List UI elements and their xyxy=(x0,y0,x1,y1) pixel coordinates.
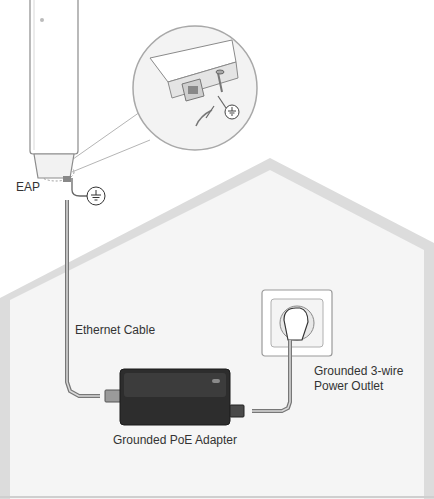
power-cord-highlight xyxy=(289,340,291,400)
eap-cap xyxy=(34,154,74,178)
cable-group xyxy=(67,200,100,396)
ground-line xyxy=(0,496,434,498)
device-label: Grounded PoE Adapter xyxy=(100,433,250,448)
cable-highlight xyxy=(67,200,100,396)
ground-wire xyxy=(72,178,87,196)
adapter-body xyxy=(120,369,230,425)
outlet-recess xyxy=(280,306,314,340)
power-cord xyxy=(252,400,290,411)
power-plug xyxy=(284,308,308,340)
adapter-plug xyxy=(105,390,121,402)
access-point-drawing xyxy=(10,0,85,200)
eap-edge xyxy=(34,0,35,150)
cable-group xyxy=(252,400,290,411)
access-point: EAP xyxy=(10,0,85,200)
outlet-socket xyxy=(271,299,323,347)
eap-body xyxy=(30,0,78,154)
ethernet-cable xyxy=(67,200,100,396)
power-outlet: Grounded 3-wire Power Outlet xyxy=(262,290,430,400)
house-outline xyxy=(0,158,434,499)
cable-highlight xyxy=(252,400,290,411)
eap-port xyxy=(63,176,71,182)
power-cord xyxy=(288,340,292,400)
zoom-leader xyxy=(72,140,150,172)
cable-label: Ethernet Cable xyxy=(73,323,157,338)
ground-symbol xyxy=(87,187,105,205)
adapter-logo-mark xyxy=(212,379,220,383)
poe-adapter: Grounded PoE Adapter xyxy=(100,365,252,453)
device-label: EAP xyxy=(16,180,40,195)
house-wall xyxy=(10,170,424,499)
zoom-circle xyxy=(133,26,257,150)
adapter-top xyxy=(124,373,226,397)
eap-logo-mark xyxy=(40,18,44,22)
device-label: Grounded 3-wire Power Outlet xyxy=(314,364,418,394)
adapter-power-plug xyxy=(230,405,244,417)
outlet-plate xyxy=(262,290,332,356)
zoom-detail xyxy=(150,40,239,126)
